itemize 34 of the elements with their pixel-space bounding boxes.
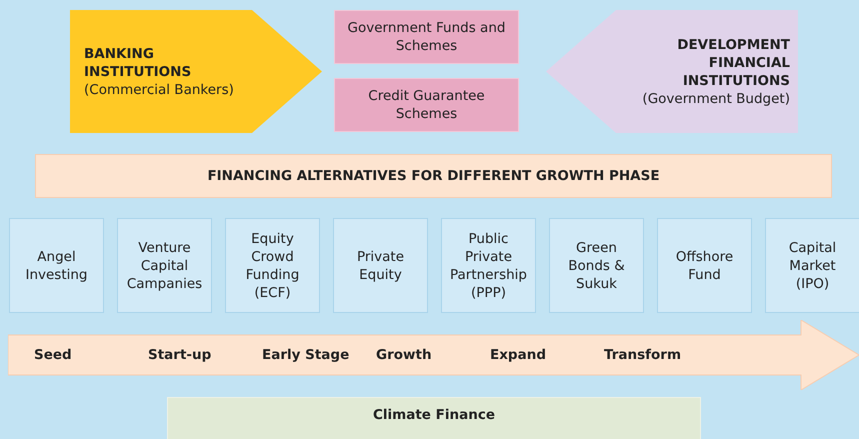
financing-box <box>225 218 320 313</box>
heading-band <box>167 397 701 439</box>
financing-box <box>333 218 428 313</box>
financing-box <box>9 218 104 313</box>
box-label: Credit Guarantee Schemes <box>367 87 486 123</box>
box-label: Government Funds and Schemes <box>346 19 506 55</box>
heading-text: BANKING INSTITUTIONS <box>84 44 192 80</box>
heading-text: DEVELOPMENT FINANCIAL INSTITUTIONS <box>676 36 790 90</box>
heading-band <box>35 154 832 198</box>
heading-text: FINANCING ALTERNATIVES FOR DIFFERENT GROWTH PHASE <box>207 167 660 185</box>
heading-text: Climate Finance <box>373 406 495 424</box>
financing-box <box>657 218 752 313</box>
box-label: Offshore Fund <box>674 248 734 284</box>
subtitle-text: (Commercial Bankers) <box>84 80 234 98</box>
box-label: Capital Market (IPO) <box>788 238 838 292</box>
subtitle-text: (Government Budget) <box>642 90 790 108</box>
stage-label: Early Stage <box>262 346 350 364</box>
box-label: Private Equity <box>356 248 406 284</box>
financing-box <box>117 218 212 313</box>
financing-box <box>549 218 644 313</box>
box-label: Equity Crowd Funding (ECF) <box>244 230 300 302</box>
box-label: Green Bonds & Sukuk <box>567 238 626 292</box>
scheme-box <box>334 10 519 64</box>
financing-box <box>765 218 859 313</box>
scheme-box <box>334 78 519 132</box>
financing-box <box>441 218 536 313</box>
box-label: Venture Capital Campanies <box>126 238 204 292</box>
stage-label: Start-up <box>148 346 212 364</box>
stage-label: Transform <box>604 346 682 364</box>
box-label: Public Private Partnership (PPP) <box>449 230 528 302</box>
stage-label: Growth <box>376 346 433 364</box>
box-label: Angel Investing <box>24 248 89 284</box>
stage-label: Seed <box>34 346 73 364</box>
stage-label: Expand <box>490 346 547 364</box>
